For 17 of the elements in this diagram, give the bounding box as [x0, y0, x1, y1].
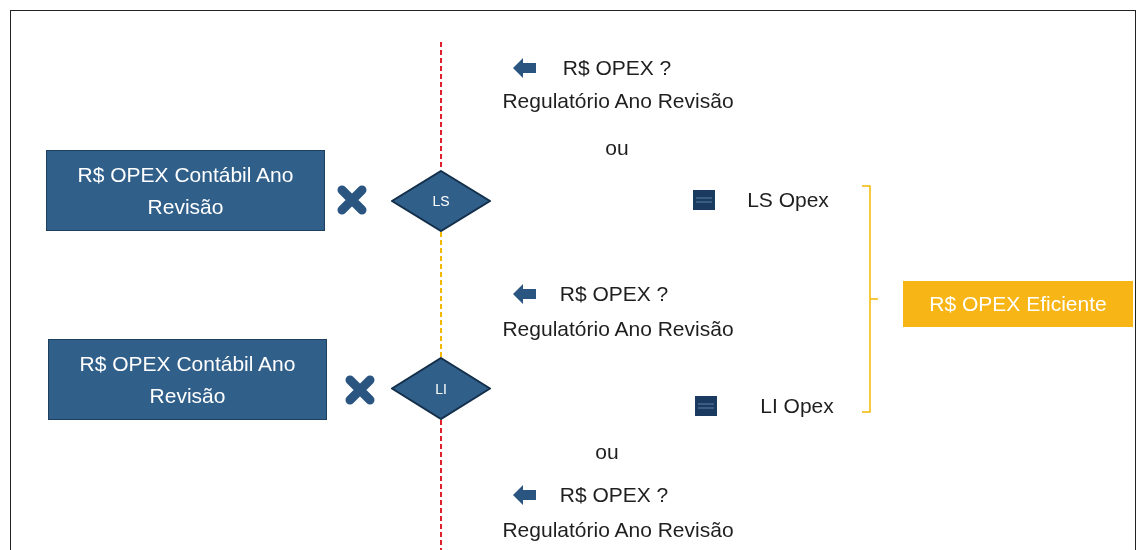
dashed-line [440, 419, 442, 550]
decision-diamond: LI [391, 357, 491, 420]
label-text: LS Opex [747, 188, 829, 212]
process-box: R$ OPEX Contábil Ano Revisão [46, 150, 325, 231]
label-text: ou [595, 440, 619, 464]
label-text: Regulatório Ano Revisão [502, 317, 734, 341]
process-box: R$ OPEX Contábil Ano Revisão [48, 339, 327, 420]
label-text: Regulatório Ano Revisão [502, 89, 734, 113]
dashed-line [440, 231, 442, 358]
label-text: R$ OPEX ? [559, 483, 669, 507]
label-text: Regulatório Ano Revisão [502, 518, 734, 542]
label-text: R$ OPEX ? [559, 282, 669, 306]
label-text: R$ OPEX ? [562, 56, 672, 80]
label-text: LI Opex [760, 394, 834, 418]
decision-diamond: LS [391, 170, 491, 232]
label-text: ou [605, 136, 629, 160]
result-box: R$ OPEX Eficiente [903, 281, 1133, 327]
